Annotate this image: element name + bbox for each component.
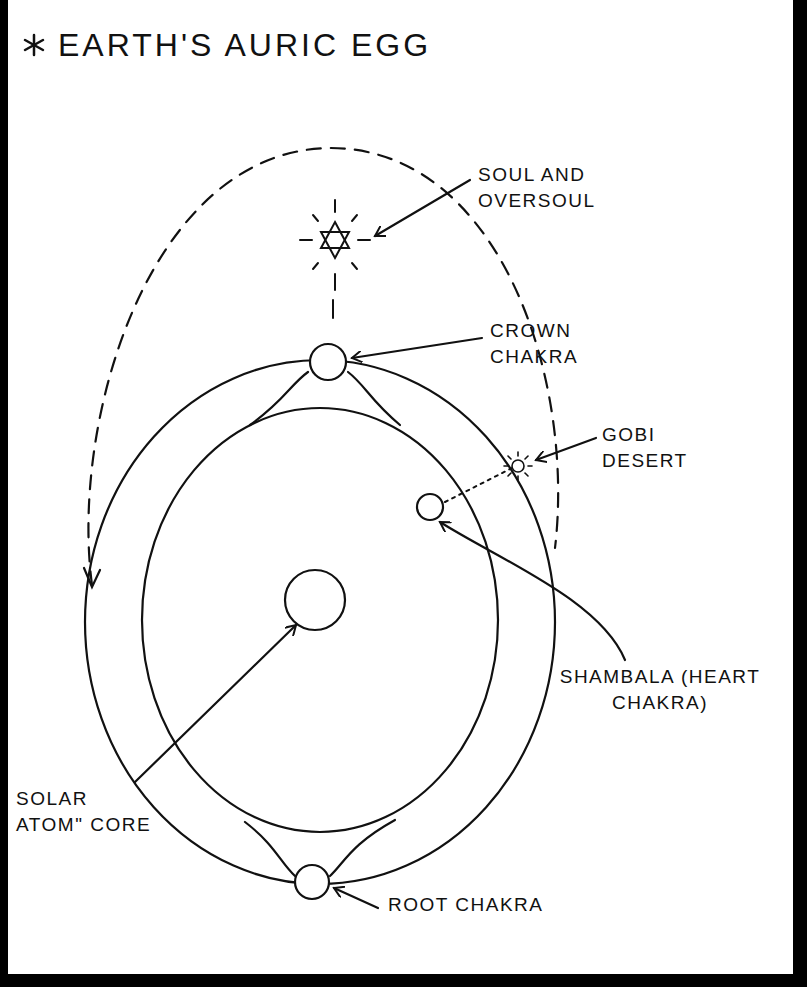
callout-label: ROOT CHAKRA [388,892,628,918]
callout-label: SHAMBALA (HEART CHAKRA) [540,664,780,715]
callout-label: SOUL AND OVERSOUL [478,162,628,213]
callout-label: CROWN CHAKRA [490,318,610,369]
callout-label: GOBI DESERT [602,422,712,473]
callout-label: SOLAR ATOM" CORE [16,786,156,837]
diagram-title: EARTH'S AURIC EGG [58,24,431,67]
